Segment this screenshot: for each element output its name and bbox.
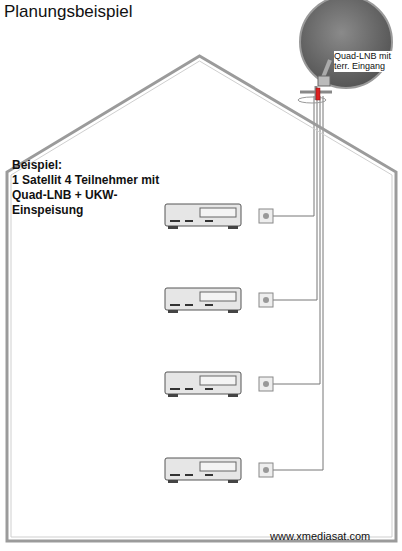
- note-body: 1 Satellit 4 Teilnehmer mit Quad-LNB + U…: [12, 173, 172, 218]
- house-shape: [5, 54, 398, 543]
- title: Planungsbeispiel: [4, 2, 133, 22]
- note-heading: Beispiel:: [12, 158, 172, 173]
- lnb-callout: Quad-LNB mit terr. Eingang: [334, 51, 398, 72]
- receiver: [165, 372, 273, 397]
- note-text: Beispiel:1 Satellit 4 Teilnehmer mit Qua…: [12, 158, 172, 218]
- receiver: [165, 458, 273, 483]
- house-outline: Beispiel:1 Satellit 4 Teilnehmer mit Qua…: [5, 54, 398, 543]
- receiver: [165, 204, 273, 229]
- watermark: www.xmediasat.com: [270, 530, 398, 543]
- receiver: [165, 288, 273, 313]
- receivers: [165, 204, 273, 483]
- cables: [262, 96, 323, 470]
